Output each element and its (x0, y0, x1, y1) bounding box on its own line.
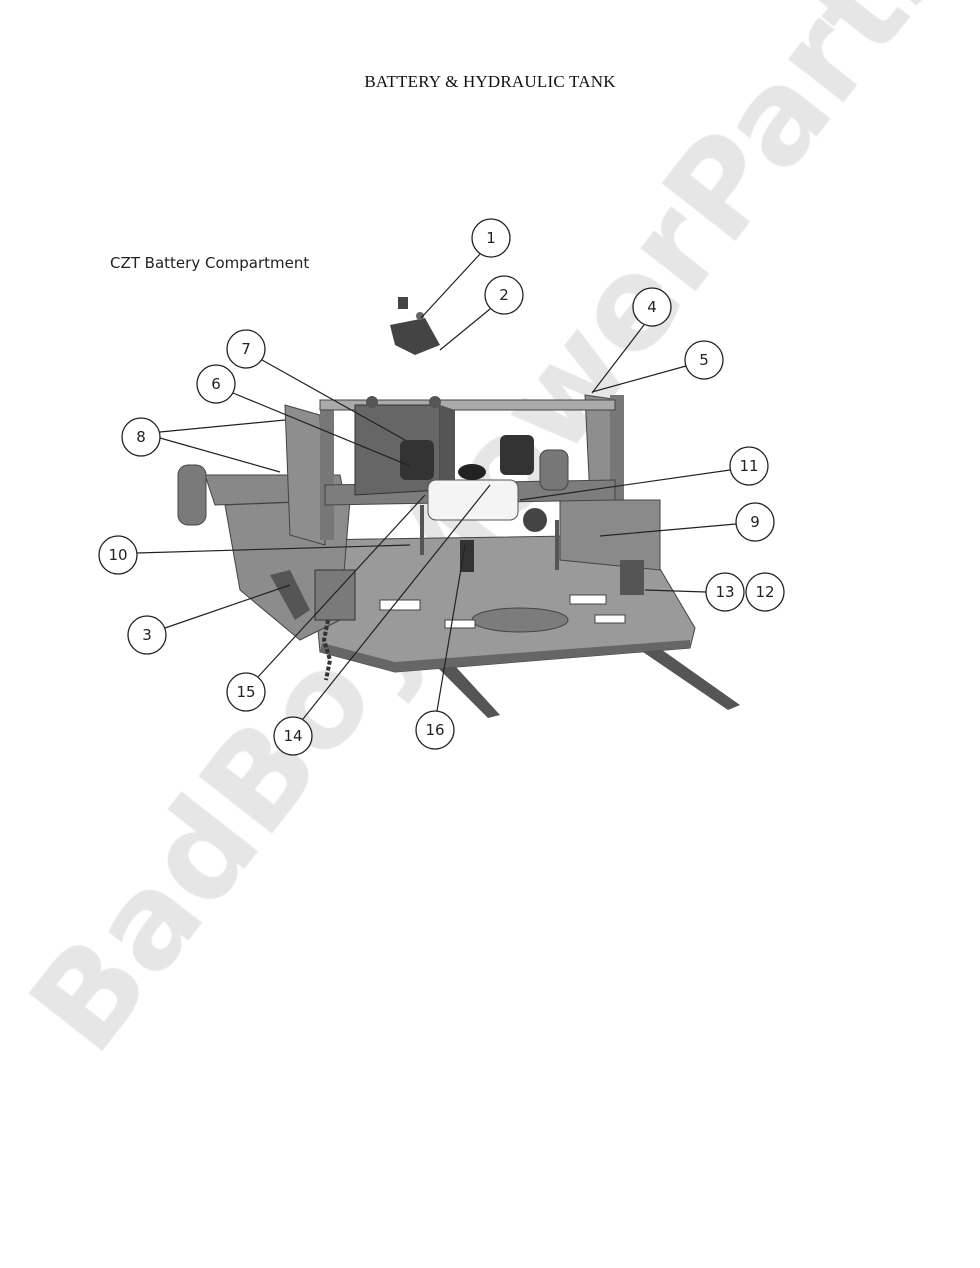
svg-text:1: 1 (486, 229, 496, 247)
svg-text:3: 3 (142, 626, 152, 644)
callout-11: 11 (729, 446, 769, 486)
svg-text:13: 13 (715, 583, 734, 601)
battery-compartment-illustration (177, 297, 740, 718)
callout-9: 9 (735, 502, 775, 542)
callout-4: 4 (632, 287, 672, 327)
svg-text:15: 15 (236, 683, 255, 701)
callout-10: 10 (98, 535, 138, 575)
svg-text:14: 14 (283, 727, 302, 745)
callout-1: 1 (471, 218, 511, 258)
page-title: BATTERY & HYDRAULIC TANK (364, 72, 616, 91)
callout-13: 13 (705, 572, 745, 612)
svg-text:5: 5 (699, 351, 709, 369)
callout-2: 2 (484, 275, 524, 315)
svg-text:9: 9 (750, 513, 760, 531)
callout-3: 3 (127, 615, 167, 655)
callout-5: 5 (684, 340, 724, 380)
svg-text:8: 8 (136, 428, 146, 446)
svg-text:11: 11 (739, 457, 758, 475)
callout-12: 12 (745, 572, 785, 612)
svg-text:10: 10 (108, 546, 127, 564)
svg-text:2: 2 (499, 286, 509, 304)
svg-text:16: 16 (425, 721, 444, 739)
svg-text:12: 12 (755, 583, 774, 601)
leader-lines (136, 253, 737, 720)
svg-text:4: 4 (647, 298, 657, 316)
callout-7: 7 (226, 329, 266, 369)
callout-6: 6 (196, 364, 236, 404)
callout-16: 16 (415, 710, 455, 750)
callout-8: 8 (121, 417, 161, 457)
callout-14: 14 (273, 716, 313, 756)
svg-text:7: 7 (241, 340, 251, 358)
diagram-subtitle: CZT Battery Compartment (110, 254, 310, 272)
svg-text:6: 6 (211, 375, 221, 393)
callout-15: 15 (226, 672, 266, 712)
